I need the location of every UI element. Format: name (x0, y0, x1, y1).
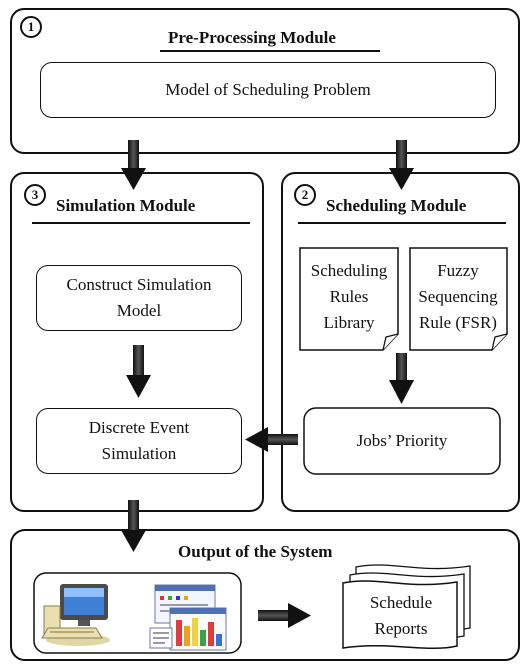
jobs-priority-label-box: Jobs’ Priority (304, 408, 500, 474)
simulation-module-title-underline (32, 222, 250, 224)
discrete-event-simulation-line2: Simulation (101, 444, 177, 463)
rules-library-line3: Library (323, 313, 375, 332)
module-number-badge-3: 3 (24, 184, 46, 206)
fsr-line1: Fuzzy (437, 261, 479, 280)
arrow-pre-to-simulation (121, 140, 146, 190)
construct-simulation-model-line1: Construct Simulation (66, 275, 212, 294)
construct-simulation-model-box: Construct Simulation Model (36, 265, 242, 331)
pre-processing-title: Pre-Processing Module (168, 28, 336, 47)
arrow-simulation-to-output (121, 500, 146, 552)
arrow-pre-to-scheduling (389, 140, 414, 190)
arrow-construct-to-discrete (126, 345, 151, 398)
jobs-priority-box (303, 407, 501, 475)
arrow-screens-to-reports (258, 603, 311, 628)
jobs-priority-label: Jobs’ Priority (356, 431, 448, 450)
scheduling-rules-library-label: Scheduling Rules Library (300, 258, 398, 336)
discrete-event-simulation-line1: Discrete Event (88, 418, 190, 437)
schedule-reports-label: Schedule Reports (344, 590, 458, 642)
model-of-scheduling-problem-label: Model of Scheduling Problem (165, 80, 371, 99)
arrow-rules-to-jobs-priority (389, 353, 414, 404)
application-windows-icon (149, 584, 227, 651)
rules-library-line2: Rules (329, 287, 369, 306)
discrete-event-simulation-box: Discrete Event Simulation (36, 408, 242, 474)
scheduling-module-title: Scheduling Module (326, 196, 467, 215)
output-title: Output of the System (178, 542, 333, 561)
fsr-line3: Rule (FSR) (419, 313, 497, 332)
scheduling-module-title-underline (298, 222, 506, 224)
schedule-reports-line2: Reports (374, 619, 428, 638)
rules-library-line1: Scheduling (310, 261, 388, 280)
fuzzy-sequencing-rule-label: Fuzzy Sequencing Rule (FSR) (408, 258, 508, 336)
construct-simulation-model-line2: Model (116, 301, 162, 320)
module-number-badge-1: 1 (20, 16, 42, 38)
scheduling-rules-library-document (299, 247, 399, 351)
module-number-badge-2: 2 (294, 184, 316, 206)
model-of-scheduling-problem-box: Model of Scheduling Problem (40, 62, 496, 118)
fsr-line2: Sequencing (418, 287, 498, 306)
fuzzy-sequencing-rule-document (409, 247, 508, 351)
schedule-reports-document-stack (342, 564, 471, 650)
pre-processing-title-underline (160, 50, 380, 52)
computer-icon (41, 584, 110, 646)
schedule-reports-line1: Schedule (369, 593, 433, 612)
simulation-module-title: Simulation Module (56, 196, 196, 215)
arrow-jobs-priority-to-discrete-event (245, 427, 298, 452)
